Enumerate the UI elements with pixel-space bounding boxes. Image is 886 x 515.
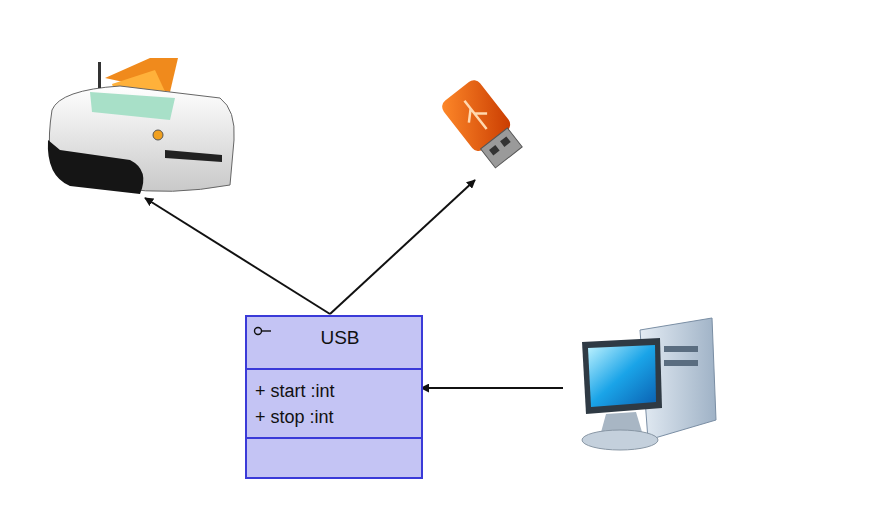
attribute-list: + start :int+ stop :int [247,368,421,437]
dependency-arrow [145,198,330,314]
computer-icon [582,318,716,450]
dependency-arrow [421,387,563,389]
attribute: + start :int [255,378,411,404]
attribute: + stop :int [255,404,411,430]
printer-icon [48,58,234,194]
class-name: USB [320,327,359,348]
flash-drive-icon [439,77,527,172]
operation-list [247,437,421,477]
class-header: USB [247,317,421,368]
class-box: USB + start :int+ stop :int [245,315,423,479]
dependency-arrow [330,180,475,314]
interface-symbol [253,325,273,337]
